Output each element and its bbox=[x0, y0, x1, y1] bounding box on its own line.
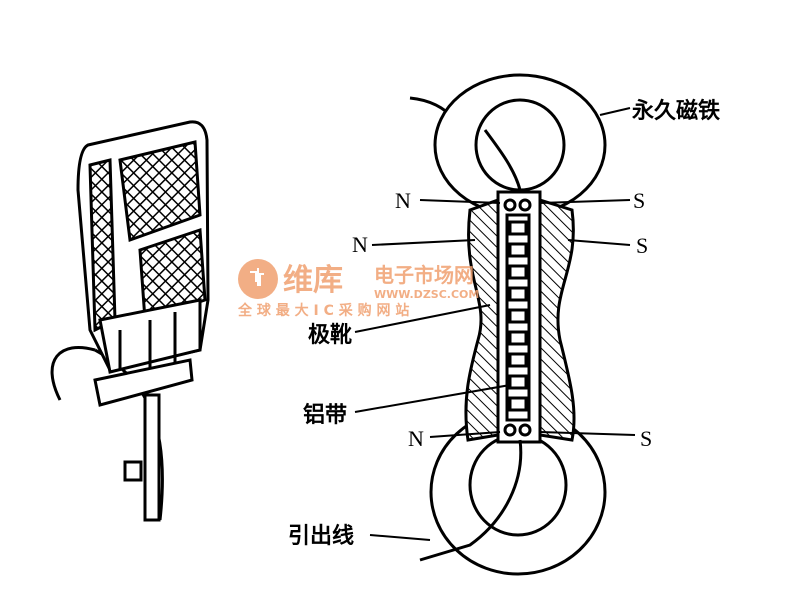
label-n-pole: N bbox=[352, 232, 368, 257]
watermark: 维库 电子市场网 WWW.DZSC.COM 全 球 最 大 I C 采 购 网 … bbox=[237, 259, 479, 319]
watermark-name: 电子市场网 bbox=[374, 263, 474, 287]
label-n-bottom: N bbox=[408, 426, 424, 451]
label-n-top: N bbox=[395, 188, 411, 213]
watermark-url: WWW.DZSC.COM bbox=[374, 288, 479, 301]
label-pole-shoe: 极靴 bbox=[308, 322, 352, 348]
watermark-brand: 维库 bbox=[283, 263, 343, 298]
label-aluminum-ribbon: 铝带 bbox=[303, 402, 347, 428]
watermark-slogan: 全 球 最 大 I C 采 购 网 站 bbox=[237, 302, 409, 319]
label-permanent-magnet: 永久磁铁 bbox=[632, 98, 720, 124]
microphone-illustration bbox=[50, 120, 210, 522]
aluminum-ribbon-folds bbox=[508, 220, 528, 412]
label-s-top: S bbox=[633, 188, 645, 213]
label-s-bottom: S bbox=[640, 426, 652, 451]
magnet-assembly bbox=[354, 73, 636, 576]
label-s-pole: S bbox=[636, 233, 648, 258]
label-lead-wire: 引出线 bbox=[288, 523, 354, 549]
